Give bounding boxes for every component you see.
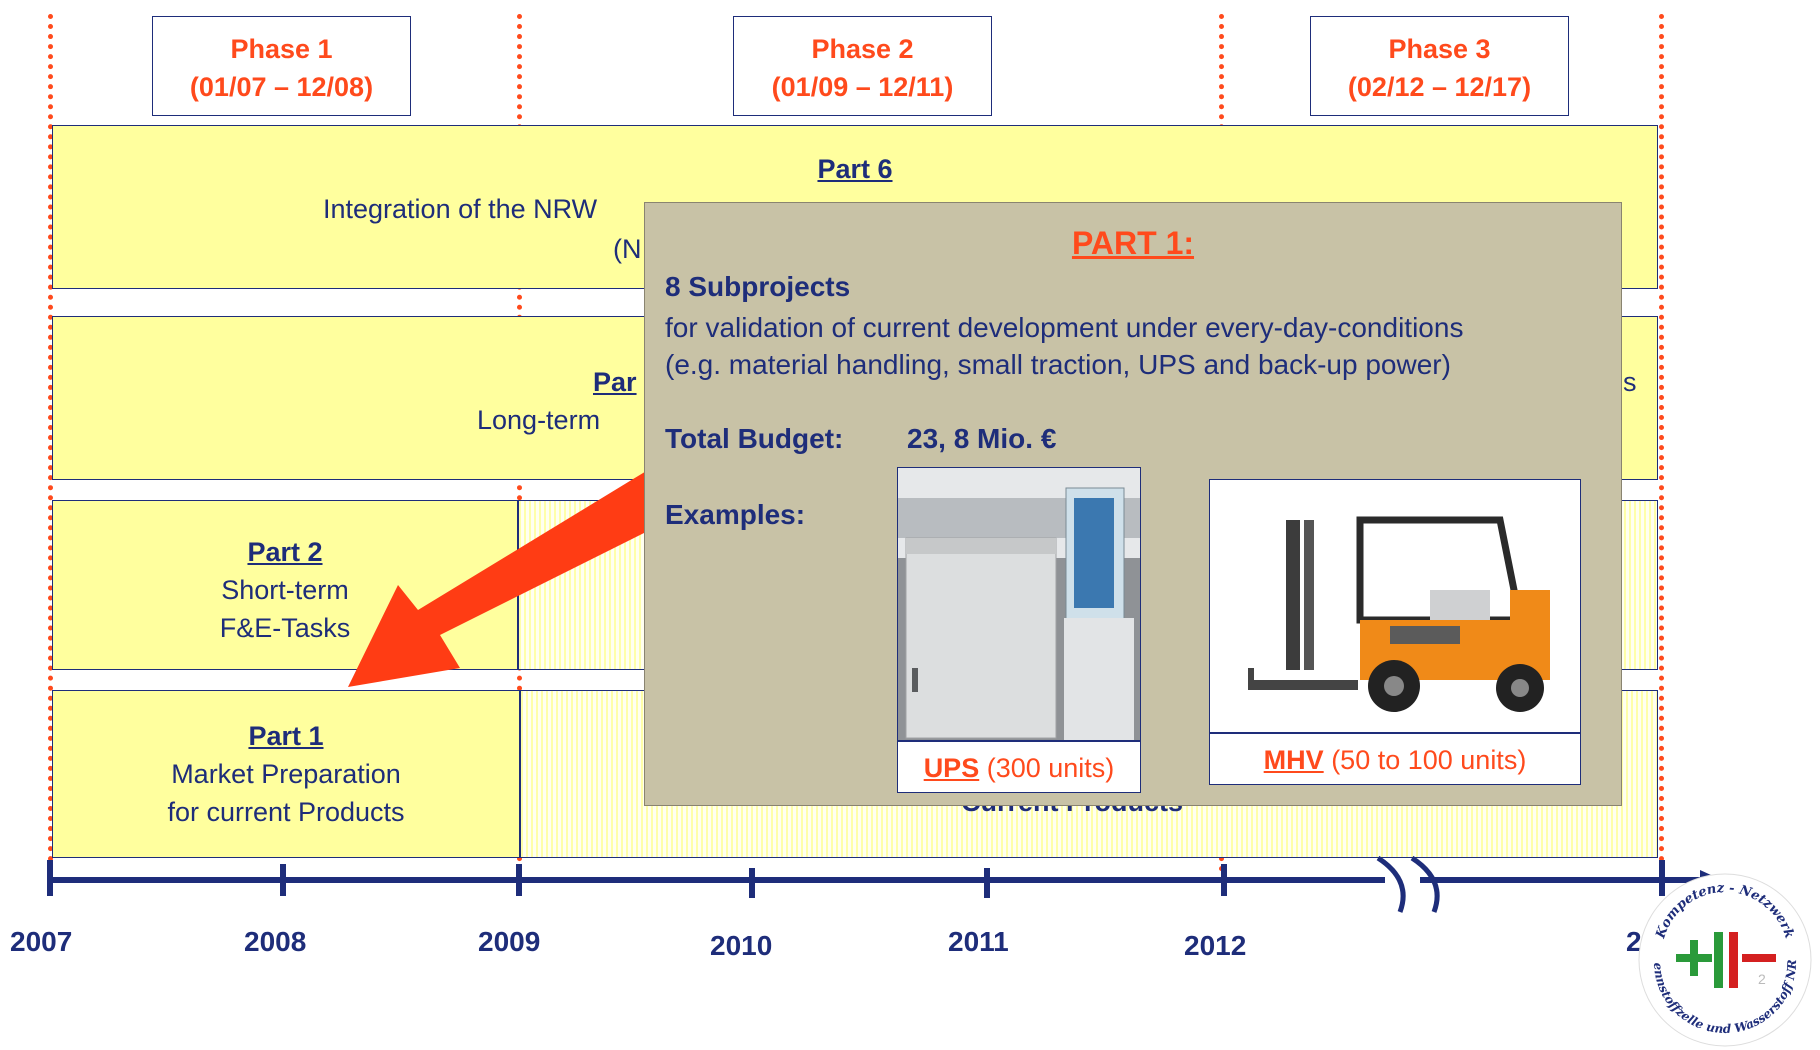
part-1-popup: PART 1: 8 Subprojects for validation of … [644, 202, 1622, 806]
phase-separator-2017 [1659, 14, 1664, 872]
pointer-arrow-shape [348, 470, 670, 687]
year-2010: 2010 [710, 930, 773, 961]
part-1-line2: for current Products [167, 797, 405, 827]
ups-photo [897, 467, 1141, 741]
part-6-text-2: (N [613, 234, 642, 264]
mhv-units: (50 to 100 units) [1331, 745, 1527, 775]
part-1-title: Part 1 [248, 721, 324, 751]
ups-cabinet-image [898, 468, 1140, 740]
part-6-title: Part 6 [817, 154, 893, 184]
svg-text:2: 2 [1758, 971, 1766, 987]
pointer-arrow [348, 470, 670, 687]
phase-2-range: (01/09 – 12/11) [771, 72, 954, 102]
long-term-title: Par [593, 367, 637, 397]
part-1-band: Part 1 Market Preparation for current Pr… [52, 690, 520, 858]
year-2012: 2012 [1184, 930, 1247, 961]
phase-1-label: Phase 1 [230, 34, 333, 64]
kompetenz-netzwerk-logo: Kompetenz - Netzwerk Brennstoffzelle und… [1632, 862, 1812, 1047]
ups-caption: UPS (300 units) [897, 741, 1141, 793]
year-2011: 2011 [948, 926, 1009, 957]
phase-1-range: (01/07 – 12/08) [189, 72, 374, 102]
mhv-caption: MHV (50 to 100 units) [1209, 733, 1581, 785]
popup-heading: PART 1: [1071, 225, 1195, 261]
part-6-text: Integration of the NRW [323, 194, 598, 224]
ups-units: (300 units) [986, 753, 1115, 783]
part-2-line2: F&E-Tasks [219, 613, 351, 643]
mhv-name: MHV [1263, 745, 1324, 775]
year-2008: 2008 [244, 926, 307, 957]
part-1-line1: Market Preparation [171, 759, 401, 789]
phase-2-box: Phase 2 (01/09 – 12/11) [733, 16, 992, 116]
phase-3-range: (02/12 – 12/17) [1347, 72, 1532, 102]
part-2-band: Part 2 Short-term F&E-Tasks [52, 500, 518, 670]
phase-2-label: Phase 2 [811, 34, 914, 64]
forklift-image [1210, 480, 1580, 732]
popup-desc-line1: for validation of current development un… [665, 312, 1464, 343]
year-2007: 2007 [10, 926, 73, 957]
examples-label: Examples: [665, 499, 806, 530]
mhv-photo [1209, 479, 1581, 733]
phase-separator-2007 [48, 14, 53, 872]
phase-3-box: Phase 3 (02/12 – 12/17) [1310, 16, 1569, 116]
popup-desc-line2: (e.g. material handling, small traction,… [665, 349, 1451, 380]
phase-3-label: Phase 3 [1388, 34, 1491, 64]
popup-subtitle: 8 Subprojects [665, 271, 851, 302]
budget-label: Total Budget: [665, 423, 844, 454]
budget-value: 23, 8 Mio. € [907, 423, 1057, 454]
phase-1-box: Phase 1 (01/07 – 12/08) [152, 16, 411, 116]
axis-break-left [1376, 855, 1406, 913]
axis-break-right [1410, 855, 1440, 913]
timeline-axis [47, 855, 1722, 913]
long-term-suffix: s [1623, 367, 1637, 397]
year-2009: 2009 [478, 926, 541, 957]
part-2-line1: Short-term [221, 575, 349, 605]
part-2-title: Part 2 [247, 537, 323, 567]
ups-name: UPS [923, 753, 980, 783]
popup-description: for validation of current development un… [665, 309, 1605, 383]
long-term-text: Long-term [477, 405, 601, 435]
